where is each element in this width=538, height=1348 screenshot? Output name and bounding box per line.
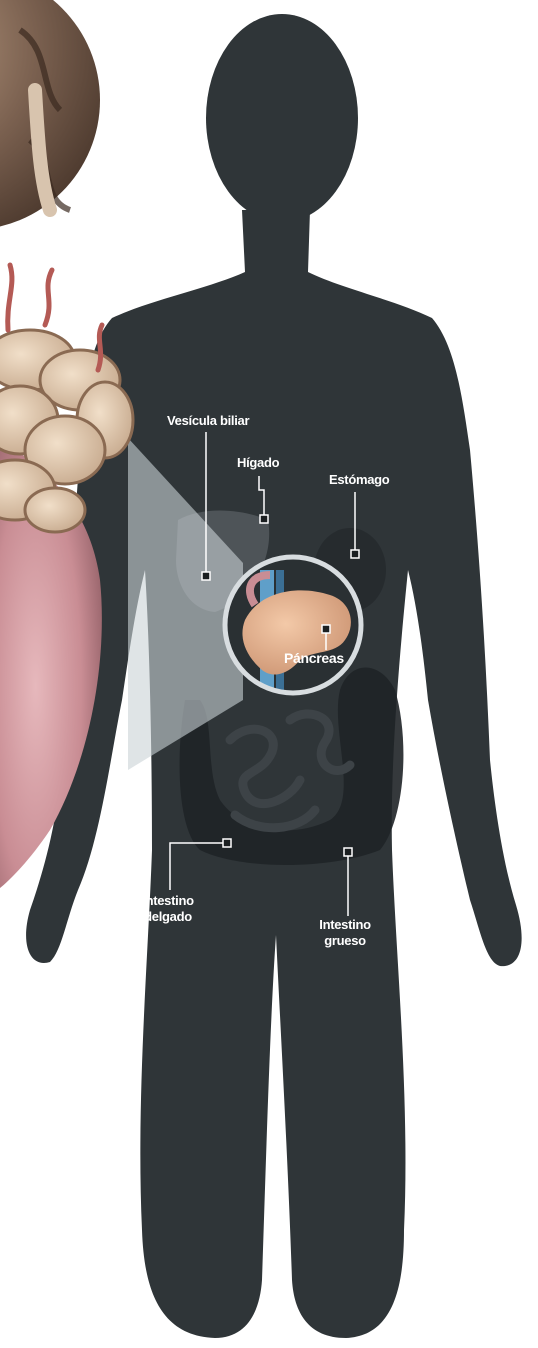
silhouette-head: [206, 14, 358, 222]
higado-marker: [260, 515, 268, 523]
estomago-marker: [351, 550, 359, 558]
label-estomago: Estómago: [329, 472, 389, 488]
brain-closeup: [0, 0, 100, 230]
label-intestino-delgado-line2: delgado: [128, 909, 208, 925]
label-intestino-delgado: Intestino delgado: [128, 893, 208, 925]
label-pancreas: Páncreas: [284, 650, 344, 666]
label-intestino-delgado-line1: Intestino: [128, 893, 208, 909]
vesicula-marker: [202, 572, 210, 580]
label-intestino-grueso-line2: grueso: [305, 933, 385, 949]
label-intestino-grueso: Intestino grueso: [305, 917, 385, 949]
delgado-marker: [223, 839, 231, 847]
label-vesicula-biliar: Vesícula biliar: [167, 413, 249, 429]
magnifier-lens: [225, 557, 361, 693]
label-intestino-grueso-line1: Intestino: [305, 917, 385, 933]
pancreas-marker: [322, 625, 330, 633]
label-higado: Hígado: [237, 455, 279, 471]
grueso-marker: [344, 848, 352, 856]
